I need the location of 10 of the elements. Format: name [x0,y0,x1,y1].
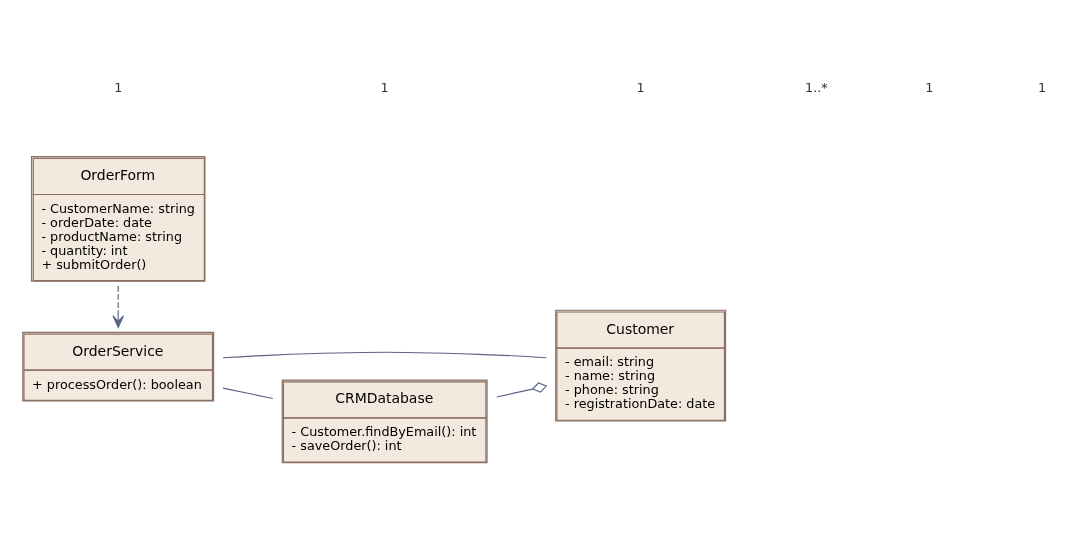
connector [222,387,274,400]
connector [222,351,547,359]
label: 1 [925,79,934,95]
label: 1 [380,79,389,95]
connector [496,382,548,398]
label: 1 [1038,79,1047,95]
label: 1 [114,79,123,95]
label: 1..* [805,79,828,95]
label: 1 [636,79,645,95]
arrow [112,285,125,329]
